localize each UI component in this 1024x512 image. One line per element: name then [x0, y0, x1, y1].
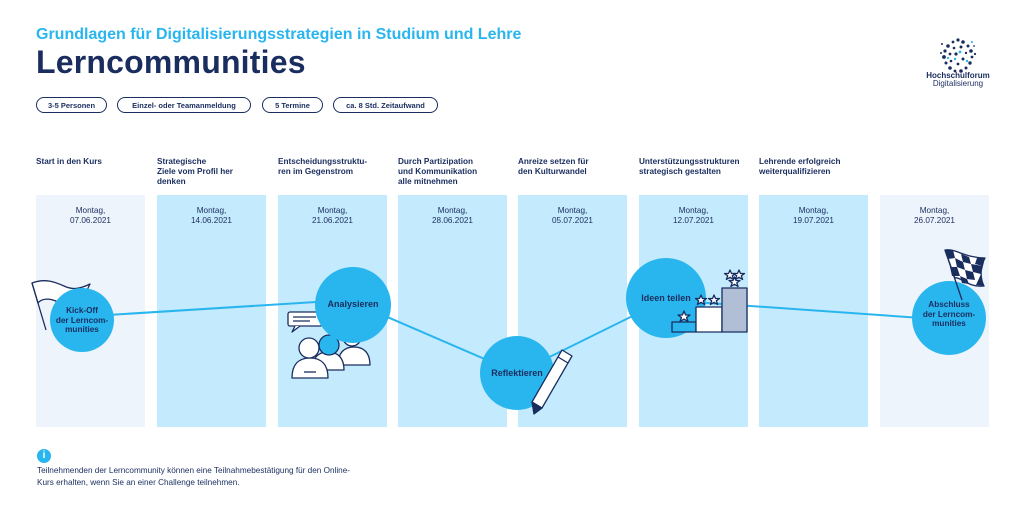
- column-date: Montag,12.07.2021: [673, 206, 714, 225]
- milestone-abschluss: [912, 281, 986, 355]
- column-date: Montag,28.06.2021: [432, 206, 473, 225]
- info-icon: i: [37, 449, 51, 463]
- hochschulforum-logo-icon: [940, 38, 977, 73]
- column-date: Montag,21.06.2021: [312, 206, 353, 225]
- tag-persons: 3-5 Personen: [36, 97, 107, 113]
- pencil-icon: [531, 349, 573, 415]
- tag-effort: ca. 8 Std. Zeitaufwand: [333, 97, 438, 113]
- column-date: Montag,14.06.2021: [191, 206, 232, 225]
- column-date: Montag,05.07.2021: [552, 206, 593, 225]
- column-date: Montag,26.07.2021: [914, 206, 955, 225]
- milestone-kickoff-label: Kick-Off der Lerncom- munities: [55, 306, 109, 334]
- milestone-analysieren: [315, 267, 391, 343]
- column-heading: Lehrende erfolgreich weiterqualifizieren: [759, 157, 841, 176]
- logo-name: Hochschulforum: [926, 71, 990, 80]
- column-heading: Entscheidungsstruktu- ren im Gegenstrom: [278, 157, 368, 176]
- page-subtitle: Grundlagen für Digitalisierungsstrategie…: [36, 26, 522, 43]
- milestone-abschluss-label: Abschluss der Lerncom- munities: [922, 300, 976, 328]
- milestone-reflektieren-label: Reflektieren: [491, 368, 543, 378]
- column-date: Montag,07.06.2021: [70, 206, 111, 225]
- column-heading: Strategische Ziele vom Profil her denken: [157, 157, 233, 186]
- column-heading: Durch Partizipation und Kommunikation al…: [398, 157, 478, 186]
- milestone-reflektieren: [480, 336, 554, 410]
- people-chat-icon: [287, 311, 371, 379]
- column-date: Montag,19.07.2021: [793, 206, 834, 225]
- column-heading: Anreize setzen für den Kulturwandel: [518, 157, 589, 176]
- podium-stars-icon: [671, 269, 748, 333]
- milestone-analysieren-label: Analysieren: [327, 299, 379, 309]
- milestone-ideen-label: Ideen teilen: [641, 293, 691, 303]
- column-heading: Unterstützungsstrukturen strategisch ges…: [639, 157, 740, 176]
- page-title: Lerncommunities: [36, 44, 306, 80]
- column-heading: Start in den Kurs: [36, 157, 102, 166]
- tag-registration: Einzel- oder Teamanmeldung: [117, 97, 251, 113]
- logo-subtitle: Digitalisierung: [932, 79, 984, 88]
- info-note: Teilnehmenden der Lerncommunity können e…: [37, 466, 350, 487]
- checkered-flag-icon: [944, 249, 986, 301]
- milestone-kickoff: [50, 288, 114, 352]
- tag-sessions: 5 Termine: [262, 97, 323, 113]
